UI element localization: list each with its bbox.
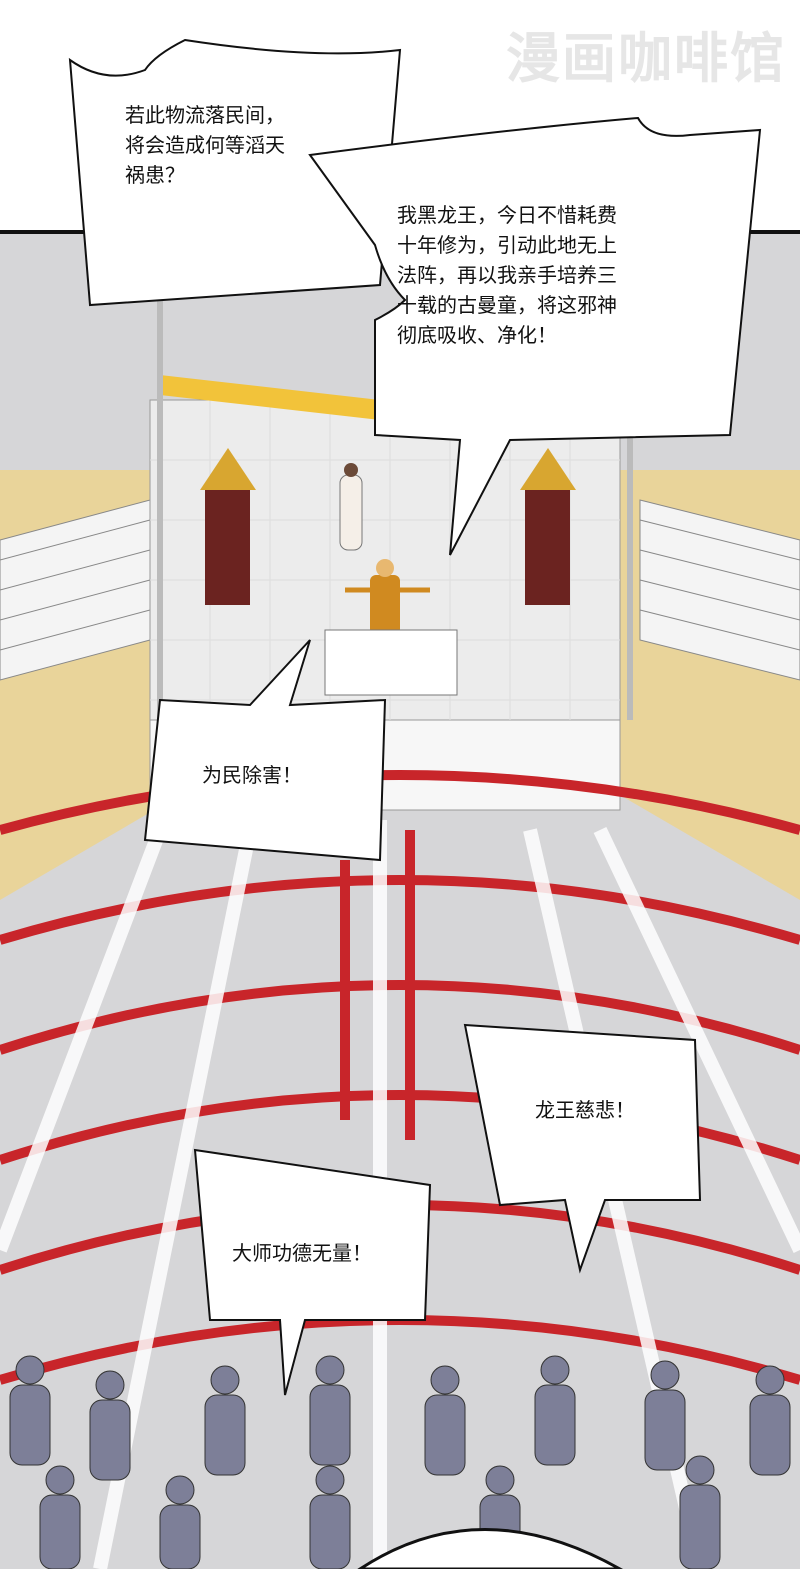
left-totem: [205, 490, 250, 605]
speech-bubble-dragon-king: 我黑龙王，今日不惜耗费 十年修为，引动此地无上 法阵，再以我亲手培养三 十载的古…: [300, 110, 762, 556]
speech-bubble-narration: 若此物流落民间， 将会造成何等滔天 祸患？: [65, 30, 405, 307]
watermark: 漫画咖啡馆: [506, 27, 786, 90]
right-staircase: [639, 499, 800, 681]
bubble-text: 为民除害！: [202, 763, 302, 787]
speech-bubble-crowd-1: 为民除害！: [140, 639, 390, 865]
altar-table: [324, 629, 458, 696]
woman-figure: [339, 474, 363, 551]
black-dragon-king-figure: [370, 575, 400, 635]
bubble-text: 若此物流落民间， 将会造成何等滔天 祸患？: [125, 103, 285, 187]
prayer-banner: [160, 375, 380, 420]
speech-bubble-crowd-2: 龙王慈悲！: [455, 1020, 705, 1274]
bubble-text: 我黑龙王，今日不惜耗费 十年修为，引动此地无上 法阵，再以我亲手培养三 十载的古…: [397, 203, 617, 347]
speech-bubble-crowd-3: 大师功德无量！: [190, 1148, 440, 1396]
right-totem: [525, 490, 570, 605]
bubble-text: 龙王慈悲！: [535, 1098, 635, 1122]
bubble-text: 大师功德无量！: [232, 1241, 372, 1265]
crowd: [9, 1355, 791, 1569]
